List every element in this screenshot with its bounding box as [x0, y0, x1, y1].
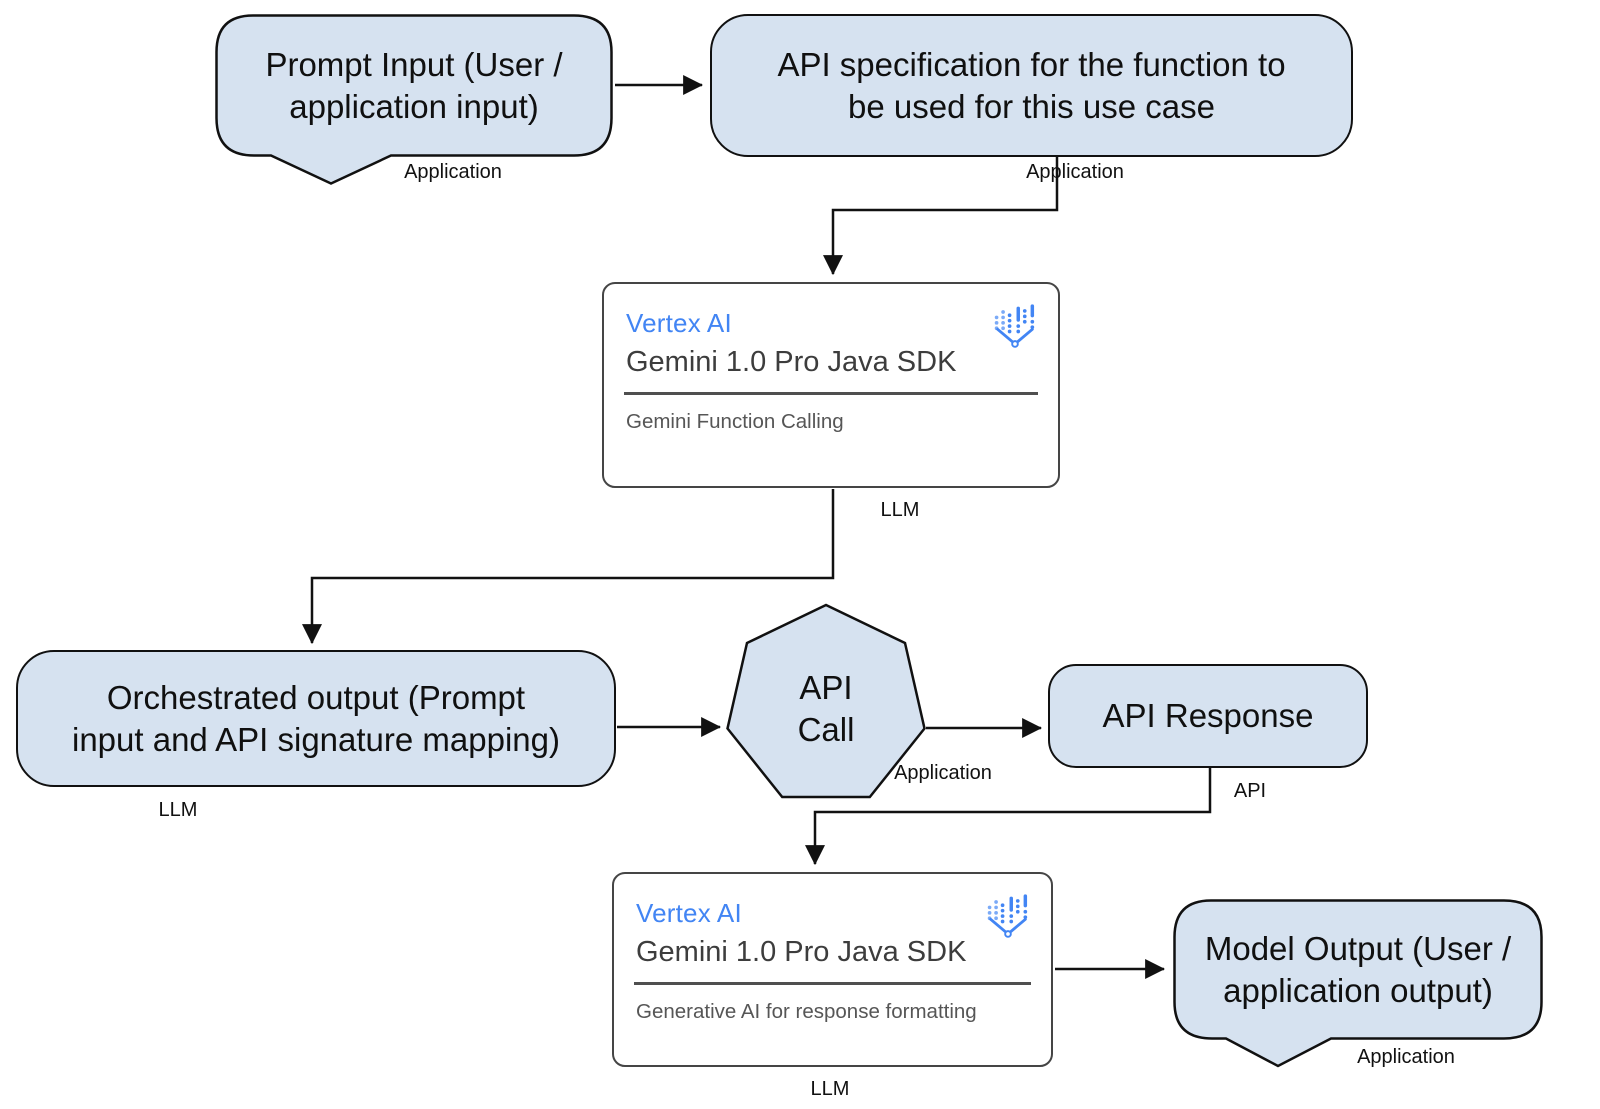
model-output-shape — [1173, 899, 1543, 1068]
card2-divider — [634, 982, 1031, 985]
card1-subtitle: Gemini 1.0 Pro Java SDK — [626, 346, 957, 378]
node-api-spec: API specification for the function to be… — [710, 14, 1353, 157]
prompt-input-tag: Application — [404, 161, 502, 183]
card2-tag: LLM — [810, 1078, 850, 1100]
orchestrated-output-tag: LLM — [158, 799, 198, 821]
api-response-tag: API — [1233, 780, 1267, 802]
card1-description: Gemini Function Calling — [626, 410, 844, 433]
vertex-ai-icon — [987, 894, 1028, 938]
orchestrated-output-label: Orchestrated output (Prompt input and AP… — [72, 678, 560, 758]
api-response-label: API Response — [1102, 697, 1314, 735]
card-gemini-function-calling: Vertex AI Gemini 1.0 Pro Java SDK Gemini… — [602, 282, 1060, 488]
card1-divider — [624, 392, 1038, 395]
card1-title: Vertex AI — [626, 308, 732, 338]
prompt-input-label: Prompt Input (User / application input) — [265, 45, 563, 125]
connector-llm1-to-orchestrated — [302, 489, 835, 645]
model-output-label: Model Output (User / application output) — [1204, 929, 1512, 1009]
node-orchestrated-output: Orchestrated output (Prompt input and AP… — [16, 650, 616, 787]
card2-description: Generative AI for response formatting — [636, 1000, 977, 1023]
connector-apispec-to-llm1 — [823, 157, 1059, 276]
api-call-heptagon-shape — [726, 603, 926, 799]
card2-subtitle: Gemini 1.0 Pro Java SDK — [636, 936, 967, 968]
card2-title: Vertex AI — [636, 898, 742, 928]
model-output-tag: Application — [1357, 1046, 1455, 1068]
card1-tag: LLM — [880, 499, 920, 521]
node-prompt-input: Prompt Input (User / application input) — [215, 14, 613, 186]
vertex-ai-icon — [994, 304, 1035, 348]
card-response-formatting: Vertex AI Gemini 1.0 Pro Java SDK Genera… — [612, 872, 1053, 1067]
api-call-label: API Call — [797, 668, 855, 748]
api-spec-label: API specification for the function to be… — [777, 45, 1286, 125]
api-spec-tag: Application — [1026, 161, 1124, 183]
node-api-response: API Response — [1048, 664, 1368, 768]
api-call-tag: Application — [894, 762, 992, 784]
node-api-call: API Call — [726, 646, 926, 771]
node-model-output: Model Output (User / application output) — [1173, 899, 1543, 1069]
connector-apiresponse-to-llm2 — [805, 768, 1212, 866]
prompt-input-shape — [215, 14, 613, 185]
